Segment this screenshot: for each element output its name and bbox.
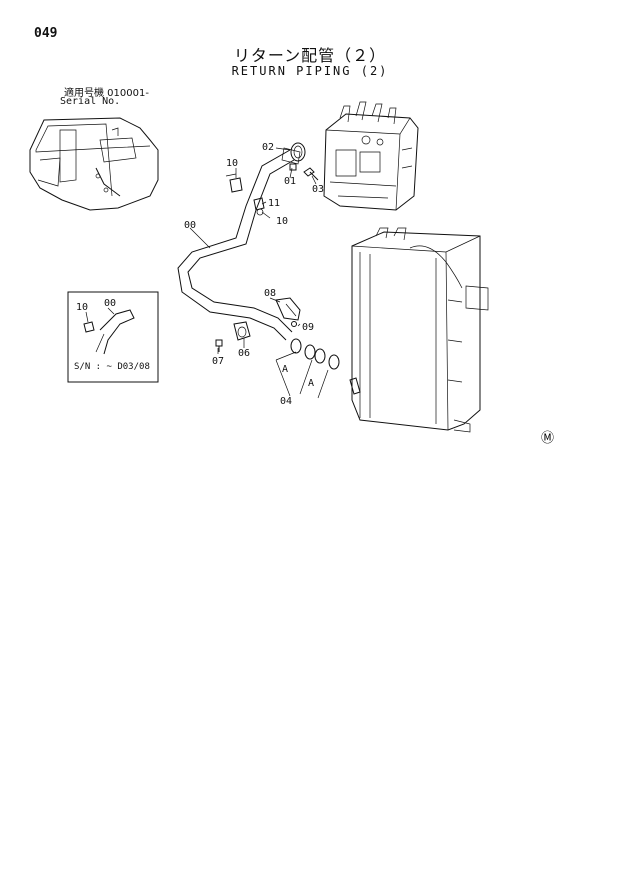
callout-01: 01 — [284, 176, 296, 187]
serial-number-label: Serial No. — [60, 96, 121, 107]
inset-serial-note: S/N : ~ D03/08 — [74, 362, 150, 372]
callout-08: 08 — [264, 288, 276, 299]
callout-03: 03 — [312, 184, 324, 195]
clamp-06 — [233, 321, 251, 341]
bolt-03 — [303, 167, 319, 181]
callout-00: 00 — [184, 220, 196, 231]
callout-02: 02 — [262, 142, 274, 153]
callout-a-left: A — [282, 364, 288, 375]
applicable-serial-jp: 適用号機 010001- — [64, 88, 149, 99]
title-english: RETURN PIPING (2) — [231, 64, 389, 78]
leader-lines — [85, 147, 317, 354]
callout-a-right: A — [308, 378, 314, 389]
callout-07: 07 — [212, 356, 224, 367]
hose-clamp-02 — [290, 142, 306, 162]
return-hose — [177, 147, 301, 341]
plug-01 — [289, 163, 297, 171]
excavator-locator-sketch — [29, 117, 159, 211]
bracket-08 — [275, 297, 301, 321]
bolt-07 — [215, 339, 223, 352]
callout-10-top: 10 — [226, 158, 238, 169]
callout-10-nut: 10 — [276, 216, 288, 227]
hose-clamps-04 — [275, 338, 340, 399]
inset-callout-10: 10 — [76, 302, 88, 313]
callout-06: 06 — [238, 348, 250, 359]
title-japanese: リターン配管（２） — [233, 46, 387, 65]
callout-11: 11 — [268, 198, 280, 209]
bolt-09 — [291, 321, 297, 327]
callout-09: 09 — [302, 322, 314, 333]
m-marker: Ⓜ — [541, 431, 554, 446]
page-number: 049 — [34, 26, 58, 41]
control-valve — [323, 101, 419, 211]
inset-detail — [67, 291, 159, 383]
elbow-10-top — [225, 173, 243, 193]
callout-04: 04 — [280, 396, 292, 407]
clamp-11 — [253, 197, 265, 216]
inset-callout-00: 00 — [104, 298, 116, 309]
radiator-oil-cooler — [349, 227, 489, 433]
